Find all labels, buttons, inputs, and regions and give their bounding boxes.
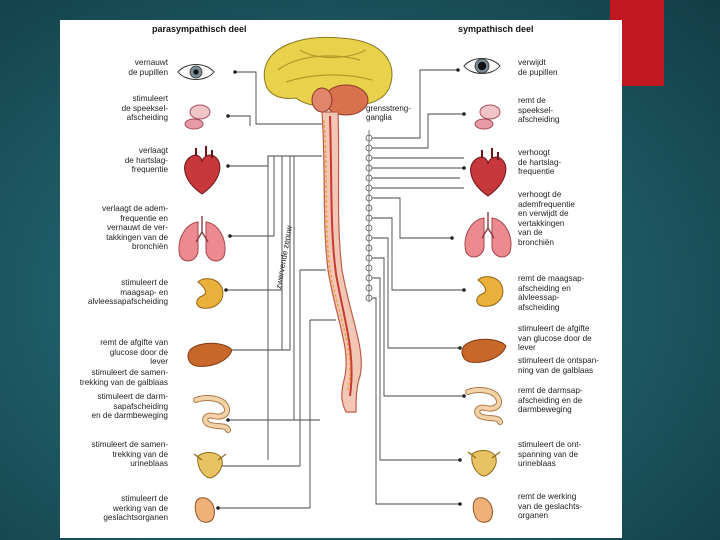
bladder-icon-left [194, 453, 226, 478]
right-label-bladder: stimuleert de ont- spanning van de urine… [518, 440, 581, 469]
lungs-icon-right [465, 212, 511, 257]
right-label-gallbladder: stimuleert de ontspan- ning van de galbl… [518, 356, 599, 375]
left-label-genitals: stimuleert de werking van de geslachtsor… [103, 494, 168, 523]
header-parasympathetic: parasympathisch deel [152, 24, 247, 34]
right-label-liver: stimuleert de afgifte van glucose door d… [518, 324, 592, 353]
header-sympathetic: sympathisch deel [458, 24, 534, 34]
sympathetic-wires [372, 70, 464, 504]
left-label-stomach: stimuleert de maagsap- en alvleessapafsc… [88, 278, 168, 307]
eye-icon-right [464, 59, 500, 74]
intestine-icon-right [468, 390, 500, 422]
left-label-lungs: verlaagt de adem- frequentie en vernauwt… [102, 204, 168, 252]
heart-icon-left [185, 146, 220, 194]
spinal-cord-icon [322, 112, 361, 412]
genital-icon-left [195, 498, 214, 523]
stomach-icon-right [477, 277, 503, 307]
stomach-icon-left [197, 279, 223, 309]
salivary-gland-icon-left [185, 105, 210, 129]
parasympathetic-wires [218, 72, 336, 508]
nervous-system-diagram: parasympathisch deel sympathisch deel gr… [60, 20, 622, 538]
right-label-lungs: verhoogt de ademfrequentie en verwijdt d… [518, 190, 575, 248]
ganglia-label: grensstreng- ganglia [366, 104, 411, 122]
right-label-genitals: remt de werking van de geslachts- organe… [518, 492, 582, 521]
left-label-intestine: stimuleert de darm- sapafscheiding en de… [92, 392, 168, 421]
right-label-pupil: verwijdt de pupillen [518, 58, 558, 77]
left-label-saliva: stimuleert de speeksel- afscheiding [122, 94, 168, 123]
liver-icon-left [188, 343, 232, 366]
right-label-saliva: remt de speeksel- afscheiding [518, 96, 559, 125]
eye-icon-left [178, 65, 214, 80]
left-label-liver: remt de afgifte van glucose door de leve… [100, 338, 168, 367]
liver-icon-right [462, 339, 506, 362]
right-label-stomach: remt de maagsap- afscheiding en alvleess… [518, 274, 584, 312]
right-label-heart: verhoogt de hartslag- frequentie [518, 148, 561, 177]
lungs-icon-left [179, 216, 225, 261]
salivary-gland-icon-right [475, 105, 500, 129]
left-label-heart: verlaagt de hartslag- frequentie [125, 146, 168, 175]
left-label-pupil: vernauwt de pupillen [128, 58, 168, 77]
genital-icon-right [473, 498, 492, 523]
heart-icon-right [471, 148, 506, 196]
left-label-bladder: stimuleert de samen- trekking van de uri… [92, 440, 168, 469]
sympathetic-nodes [450, 68, 466, 506]
intestine-icon-left [196, 398, 228, 430]
bladder-icon-right [468, 451, 500, 476]
right-label-intestine: remt de darmsap- afscheiding en de darmb… [518, 386, 583, 415]
left-label-gallbladder: stimuleert de samen- trekking van de gal… [80, 368, 168, 387]
